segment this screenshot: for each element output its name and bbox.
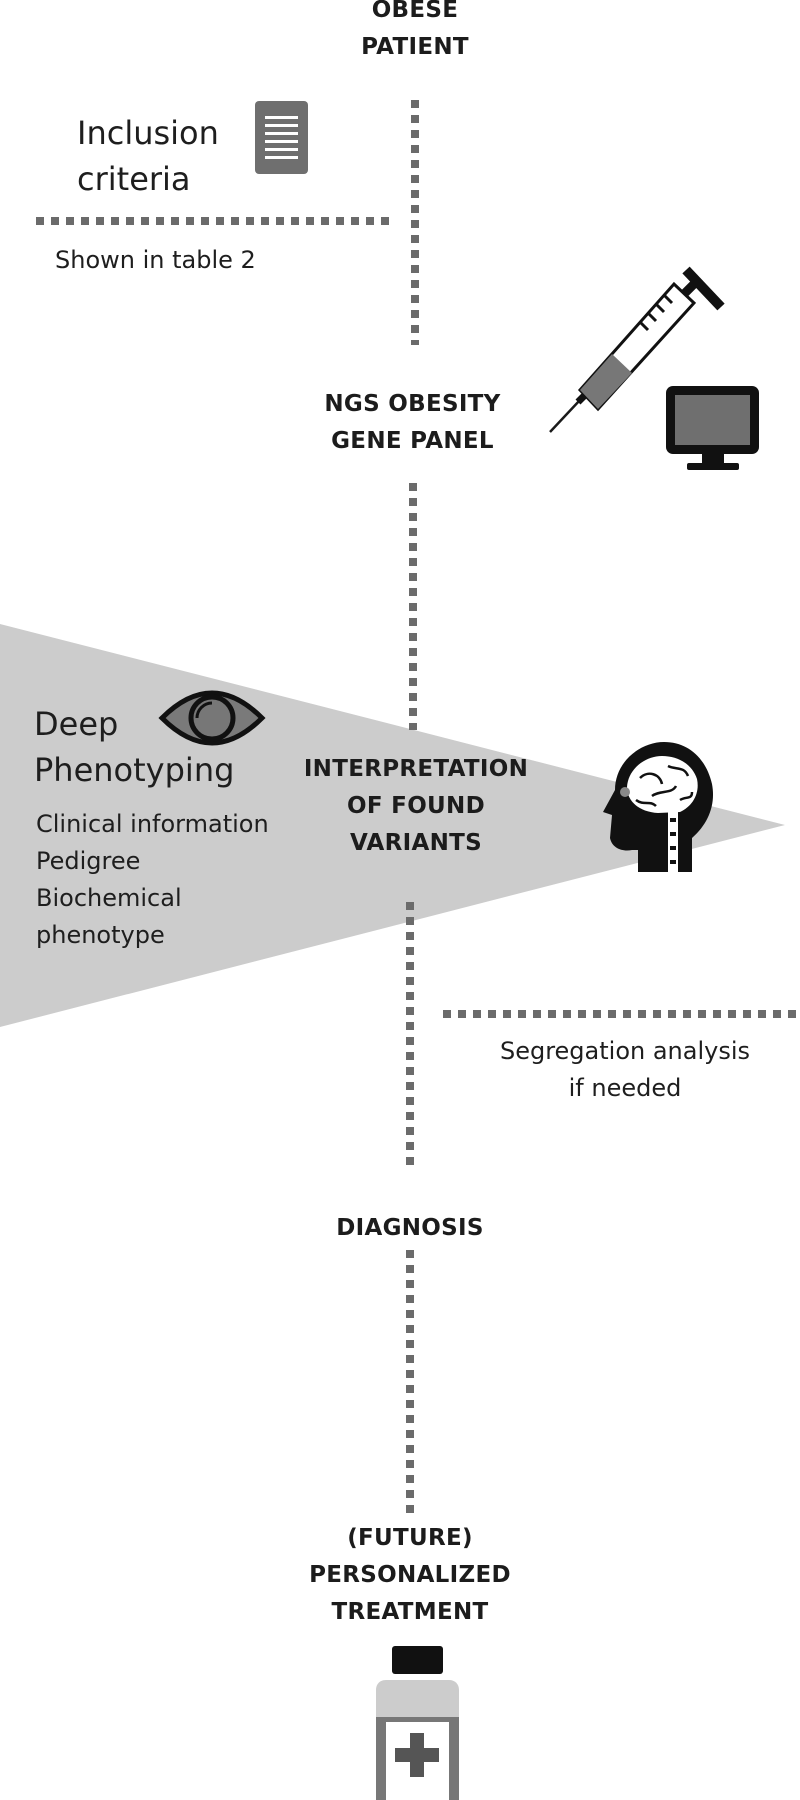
phenotyping-item: Clinical information [36, 810, 269, 838]
flow-connectors [36, 100, 800, 1520]
eye-icon [158, 690, 266, 746]
document-icon [255, 101, 308, 174]
deep-phenotyping-title: Deep Phenotyping [34, 705, 235, 789]
stage-diagnosis: DIAGNOSIS [336, 1215, 484, 1241]
syringe-icon [549, 266, 725, 433]
stage-interpretation: INTERPRETATION OF FOUND VARIANTS [303, 756, 529, 856]
inclusion-criteria-title: Inclusion criteria [77, 114, 219, 198]
monitor-icon [666, 386, 759, 470]
inclusion-criteria-note: Shown in table 2 [55, 246, 256, 274]
deep-phenotyping-items: Clinical information Pedigree Biochemica… [36, 806, 269, 954]
segregation-analysis-note: Segregation analysis if needed [499, 1037, 751, 1102]
stage-personalized-treatment: (FUTURE) PERSONALIZED TREATMENT [309, 1525, 511, 1625]
phenotyping-item: Pedigree [36, 847, 141, 875]
medicine-bottle-icon [376, 1646, 459, 1800]
brain-head-icon [603, 742, 714, 872]
phenotyping-item: phenotype [36, 921, 165, 949]
phenotyping-item: Biochemical [36, 884, 182, 912]
stage-ngs-gene-panel: NGS OBESITY GENE PANEL [324, 391, 501, 454]
stage-obese-patient: OBESE PATIENT [361, 0, 469, 60]
